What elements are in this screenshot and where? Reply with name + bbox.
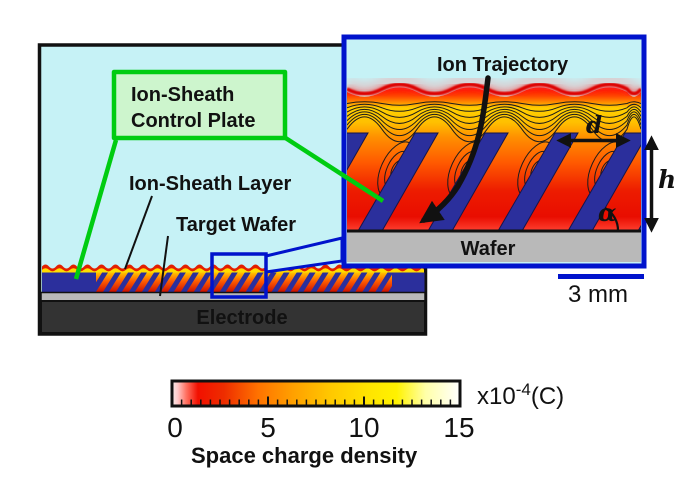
sheath-edge-line	[347, 82, 641, 96]
roi-rectangle	[210, 252, 268, 299]
control-plate-leader-line-right	[282, 135, 385, 203]
inset: Ion Trajectory Wafer d α h	[341, 34, 676, 269]
ion-trajectory-arrow	[419, 75, 491, 224]
scale-bar: 3 mm	[558, 274, 644, 308]
control-plate-label-line1: Ion-Sheath	[131, 84, 234, 106]
inset-simulation	[347, 72, 641, 262]
dimension-h-label: h	[658, 165, 676, 194]
control-plate-solid-left	[42, 272, 98, 293]
scale-bar-label: 3 mm	[568, 281, 628, 308]
ion-sheath-layer-label: Ion-Sheath Layer	[129, 173, 291, 195]
colorbar-tick-10: 10	[348, 412, 379, 443]
colorbar-tick-0: 0	[167, 412, 183, 443]
control-plate-leader-line-left	[73, 139, 119, 280]
control-plate-label-line2: Control Plate	[131, 110, 255, 132]
control-plate-callout-box	[111, 69, 288, 141]
plate-slit-hatch	[96, 272, 392, 293]
target-wafer-leader-line	[159, 235, 169, 297]
ion-sheath-layer-leader-line	[124, 195, 153, 270]
colorbar-ticks	[171, 396, 461, 405]
ion-trajectory-label: Ion Trajectory	[437, 54, 569, 76]
colorbar: 0 5 10 15 x10-4(C) Space charge density	[167, 379, 564, 468]
control-plate-fins	[347, 132, 641, 232]
space-charge-field	[347, 87, 641, 231]
control-plate-solid-right	[390, 272, 425, 293]
target-wafer-label: Target Wafer	[176, 214, 296, 236]
colorbar-unit: x10-4(C)	[477, 380, 564, 410]
inset-wafer-label: Wafer	[461, 238, 516, 260]
colorbar-title: Space charge density	[191, 443, 418, 468]
colorbar-tick-5: 5	[260, 412, 276, 443]
dimension-d-label: d	[586, 112, 602, 139]
angle-alpha-label: α	[598, 198, 616, 227]
colorbar-tick-15: 15	[443, 412, 474, 443]
electrode-block	[40, 300, 426, 334]
electrode-label: Electrode	[196, 307, 287, 329]
inset-wafer-layer	[347, 231, 641, 262]
sheath-edge-haze	[347, 72, 641, 96]
alpha-angle-arc	[604, 207, 620, 232]
